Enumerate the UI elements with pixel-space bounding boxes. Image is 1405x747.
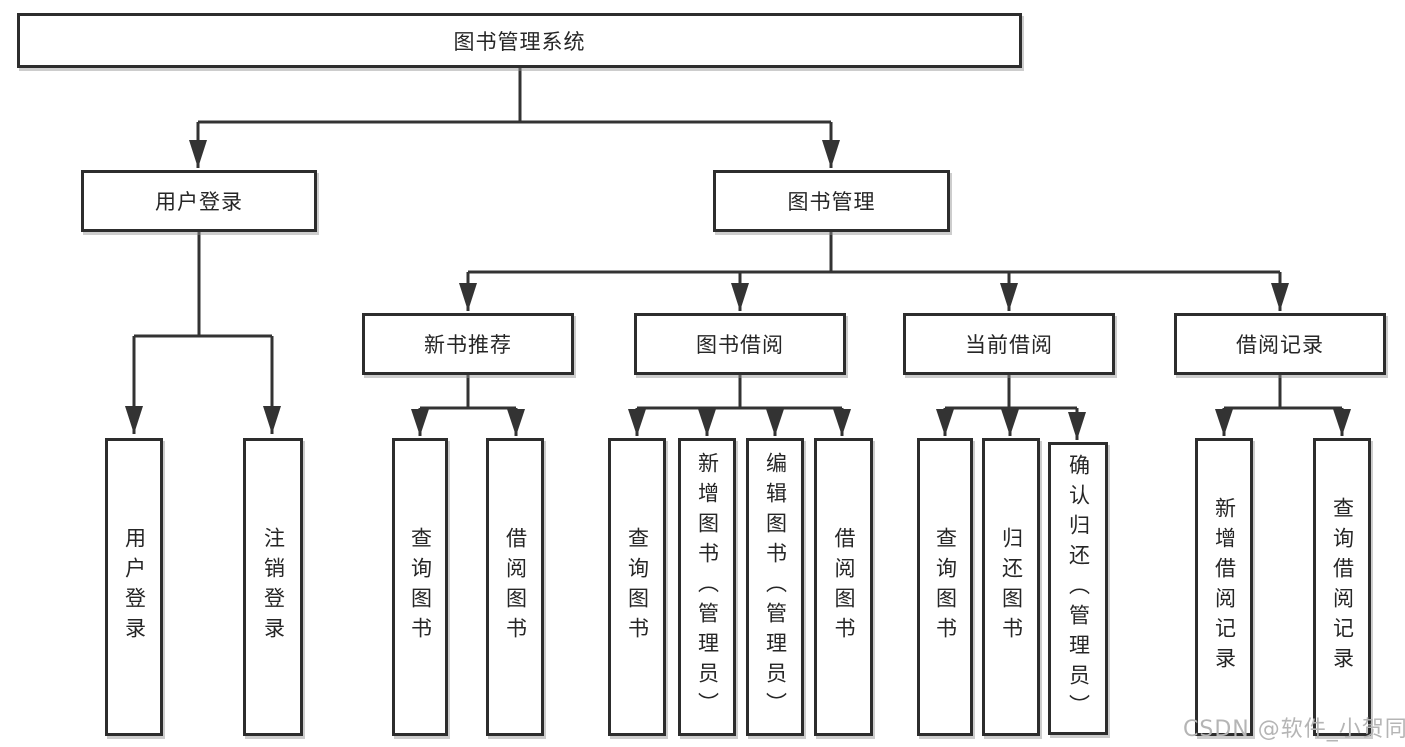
node-root-label: 图书管理系统 (453, 29, 586, 54)
node-book-borrowing: 图书借阅 (634, 313, 846, 375)
leaf-edit-books-admin-label: 编辑图书（管理员） (763, 452, 788, 722)
connector-paths (132, 68, 1344, 440)
arrowheads (125, 140, 1351, 440)
leaf-logout: 注销登录 (243, 438, 303, 736)
node-book-management: 图书管理 (713, 170, 950, 232)
leaf-user-login: 用户登录 (105, 438, 163, 736)
leaf-borrow-books-label: 借阅图书 (832, 527, 856, 647)
node-current-borrowing-label: 当前借阅 (965, 333, 1053, 357)
leaf-newbook-query-books-label: 查询图书 (408, 527, 433, 647)
leaf-borrow-query-books: 查询图书 (608, 438, 666, 736)
leaf-newbook-borrow-books: 借阅图书 (486, 438, 544, 736)
leaf-confirm-return-admin-label: 确认归还（管理员） (1066, 453, 1091, 724)
leaf-confirm-return-admin: 确认归还（管理员） (1048, 442, 1108, 735)
leaf-newbook-query-books: 查询图书 (392, 438, 448, 736)
leaf-query-borrow-record-label: 查询借阅记录 (1330, 497, 1355, 677)
leaf-return-books: 归还图书 (982, 438, 1040, 736)
node-new-book-recommendation-label: 新书推荐 (424, 333, 512, 357)
leaf-user-login-label: 用户登录 (122, 527, 147, 647)
leaf-query-borrow-record: 查询借阅记录 (1313, 438, 1371, 736)
leaf-edit-books-admin: 编辑图书（管理员） (746, 438, 804, 736)
leaf-add-books-admin: 新增图书（管理员） (678, 438, 736, 736)
node-borrowing-records-label: 借阅记录 (1236, 333, 1324, 357)
node-user-login-group-label: 用户登录 (155, 190, 243, 214)
node-borrowing-records: 借阅记录 (1174, 313, 1386, 375)
node-book-borrowing-label: 图书借阅 (696, 333, 784, 357)
csdn-watermark: CSDN @软件_小贺同学 (1183, 717, 1405, 742)
leaf-add-books-admin-label: 新增图书（管理员） (695, 452, 720, 722)
leaf-borrow-books: 借阅图书 (814, 438, 873, 736)
node-root: 图书管理系统 (17, 13, 1022, 68)
node-current-borrowing: 当前借阅 (903, 313, 1115, 375)
node-user-login-group: 用户登录 (81, 170, 317, 232)
leaf-current-query-books: 查询图书 (917, 438, 973, 736)
leaf-add-borrow-record: 新增借阅记录 (1195, 438, 1253, 736)
leaf-borrow-query-books-label: 查询图书 (625, 527, 650, 647)
leaf-return-books-label: 归还图书 (999, 527, 1024, 647)
leaf-newbook-borrow-books-label: 借阅图书 (503, 527, 528, 647)
leaf-logout-label: 注销登录 (261, 527, 286, 647)
leaf-current-query-books-label: 查询图书 (933, 527, 958, 647)
leaf-add-borrow-record-label: 新增借阅记录 (1212, 497, 1237, 677)
node-new-book-recommendation: 新书推荐 (362, 313, 574, 375)
node-book-management-label: 图书管理 (787, 190, 876, 214)
